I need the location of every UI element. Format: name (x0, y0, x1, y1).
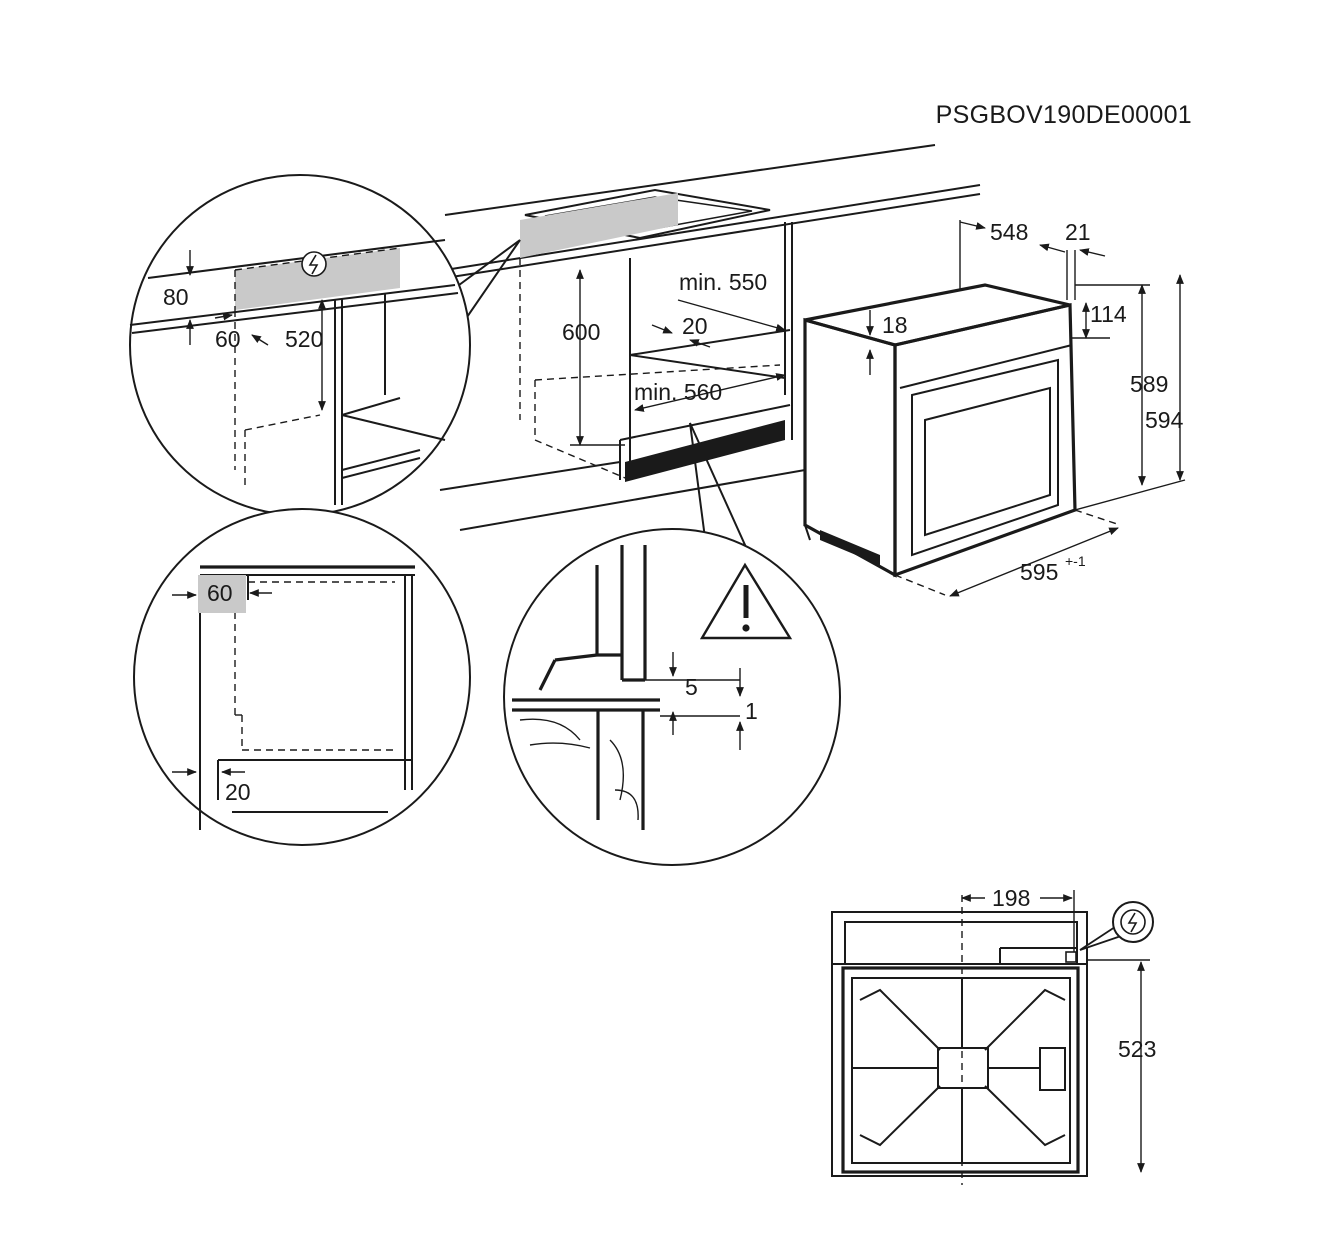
dim-198: 198 (992, 885, 1030, 911)
detail-electrical-zone-area (235, 248, 400, 310)
dim-548: 548 (990, 219, 1028, 245)
detail-side-grey-zone (198, 575, 246, 613)
dim-114: 114 (1090, 301, 1127, 327)
dim-600: 600 (562, 319, 600, 345)
detail-electrical-zone (129, 174, 521, 516)
dim-min-560: min. 560 (634, 379, 722, 405)
kitchen-cabinet-view (439, 144, 981, 531)
dim-5: 5 (685, 674, 698, 700)
dim-60-top: 60 (215, 326, 241, 352)
dim-21: 21 (1065, 219, 1091, 245)
oven-appliance (803, 283, 1077, 578)
dim-1: 1 (745, 698, 758, 724)
dim-589: 589 (1130, 371, 1168, 397)
dim-20-side: 20 (225, 779, 251, 805)
detail-side-clearance (133, 508, 471, 846)
electrical-connection-icon-rear (1065, 901, 1154, 963)
dim-594: 594 (1145, 407, 1184, 433)
document-code: PSGBOV190DE00001 (936, 101, 1192, 129)
dim-595: 595 (1020, 559, 1058, 585)
oven-rear-view (831, 895, 1088, 1185)
dim-520: 520 (285, 326, 323, 352)
dim-min-550: min. 550 (679, 269, 767, 295)
detail-installation-gap (503, 422, 841, 866)
dim-595-tolerance: +-1 (1065, 553, 1086, 569)
dim-523: 523 (1118, 1036, 1156, 1062)
dim-18: 18 (882, 312, 908, 338)
dim-80: 80 (163, 284, 189, 310)
dim-60-side: 60 (207, 580, 233, 606)
dim-20-top: 20 (682, 313, 708, 339)
electrical-zone-area (520, 193, 678, 258)
warning-triangle-icon (699, 562, 793, 640)
electrical-connection-icon (301, 251, 327, 277)
